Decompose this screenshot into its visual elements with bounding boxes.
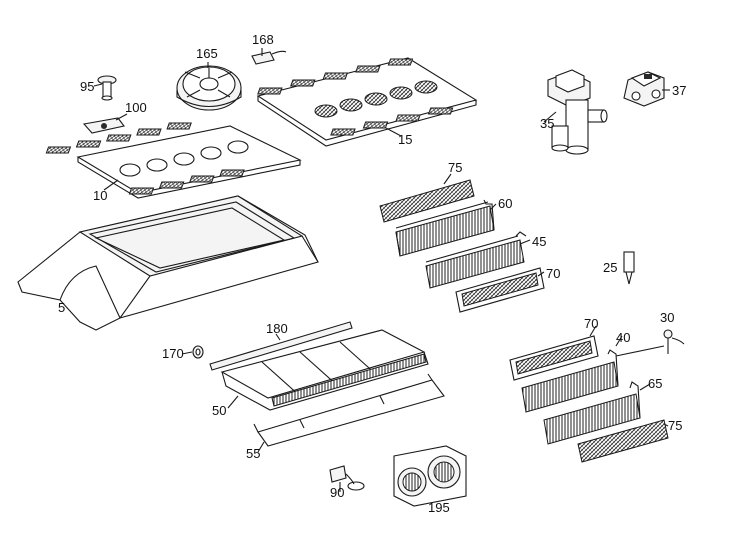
label-75-upper: 75 [448,160,462,175]
connector-part-90 [329,465,365,491]
label-168: 168 [252,32,274,47]
label-35: 35 [540,116,554,131]
pump-part-37 [623,71,665,107]
grille-panel-part-15 [256,57,478,147]
label-60: 60 [498,196,512,211]
label-70-upper: 70 [546,266,560,281]
label-40: 40 [616,330,630,345]
label-195: 195 [428,500,450,515]
valve-part-35 [547,69,608,155]
flap-part-55 [253,373,445,447]
label-15: 15 [398,132,412,147]
label-10: 10 [93,188,107,203]
label-30: 30 [660,310,674,325]
label-55: 55 [246,446,260,461]
screw-part-30 [663,329,685,354]
label-45: 45 [532,234,546,249]
flap-part-50 [220,329,429,411]
filter-part-70-upper [455,267,545,313]
heat-exchanger-part-65 [543,381,641,445]
blower-part-195 [393,445,467,507]
filter-part-75-lower [577,419,669,463]
fan-part-165 [176,65,242,111]
label-5: 5 [58,300,65,315]
clip-part-100 [82,117,125,134]
plate-part-10 [45,122,302,199]
label-65: 65 [648,376,662,391]
housing-part-5 [17,195,319,331]
label-100: 100 [125,100,147,115]
label-165: 165 [196,46,218,61]
heat-exchanger-part-45 [425,231,527,289]
leader-lines [93,48,670,492]
label-25: 25 [603,260,617,275]
label-75-lower: 75 [668,418,682,433]
label-95: 95 [80,79,94,94]
filter-part-75-upper [379,179,475,223]
heat-exchanger-part-60 [395,199,495,257]
label-180: 180 [266,321,288,336]
heat-exchanger-part-40 [521,345,665,413]
filter-part-70-lower [509,335,599,381]
strip-part-180 [209,321,353,371]
bolt-part-95 [97,75,117,101]
sensor-part-25 [623,251,635,285]
label-50: 50 [212,403,226,418]
label-170: 170 [162,346,184,361]
sensor-part-168 [251,50,287,65]
label-90: 90 [330,485,344,500]
grommet-part-170 [192,345,204,359]
label-70-lower: 70 [584,316,598,331]
label-37: 37 [672,83,686,98]
